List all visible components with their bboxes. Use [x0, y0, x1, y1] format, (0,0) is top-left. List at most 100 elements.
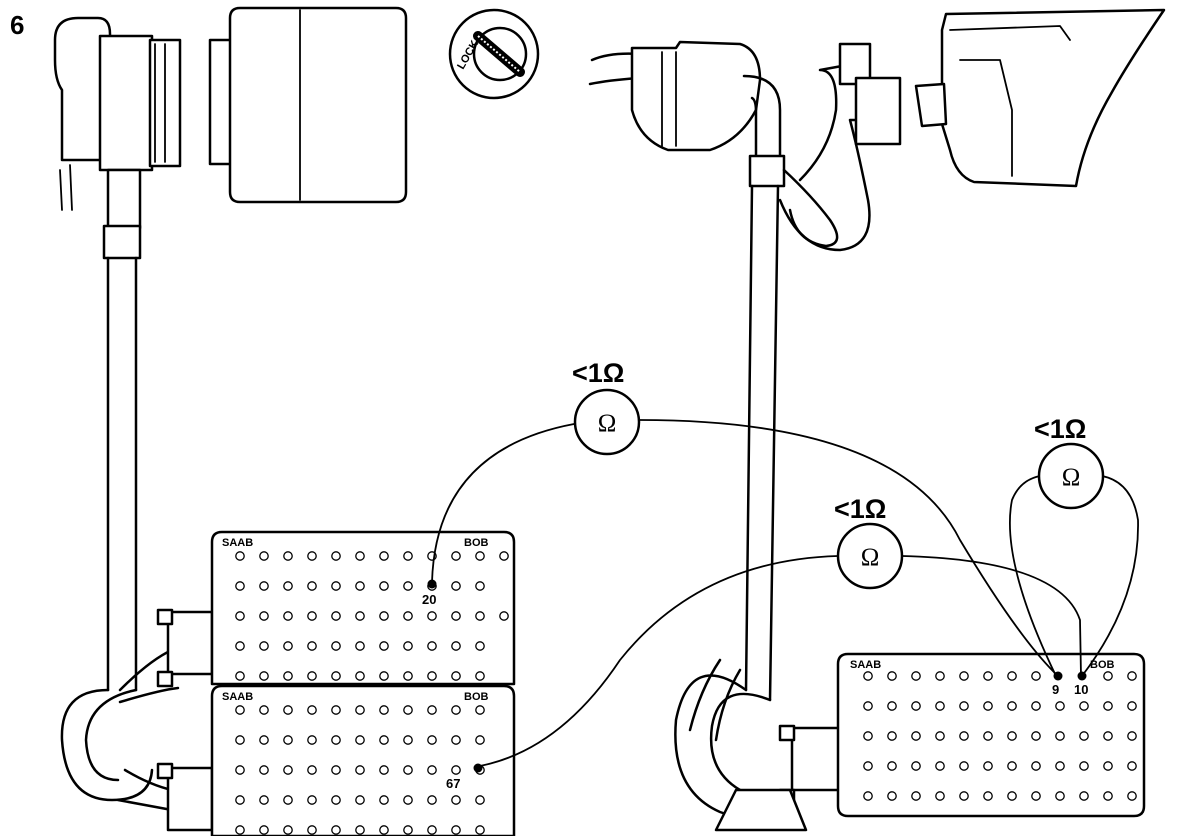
pin-hole — [259, 735, 269, 745]
pin-hole — [1103, 731, 1113, 741]
pin-hole — [475, 581, 485, 591]
pin-grid — [235, 551, 509, 681]
right-connector-a — [630, 40, 762, 152]
pin-hole — [1031, 701, 1041, 711]
pin-hole — [427, 735, 437, 745]
breakout-board-lower-left: SAAB BOB — [210, 684, 516, 836]
pin-hole — [235, 551, 245, 561]
lead-pin67-meter2 — [479, 555, 839, 767]
tube-band — [748, 154, 786, 188]
pin-hole — [235, 611, 245, 621]
pin-hole — [1055, 731, 1065, 741]
lock-symbol: LOCK — [448, 8, 540, 100]
pin-hole — [863, 791, 873, 801]
pin-hole — [355, 735, 365, 745]
pin-hole — [235, 735, 245, 745]
pin-hole — [355, 795, 365, 805]
meter-reading-label: <1Ω — [572, 358, 624, 388]
elbow-tube — [742, 74, 782, 160]
pin-label: 10 — [1074, 682, 1088, 697]
pin-hole — [235, 765, 245, 775]
pin-hole — [475, 611, 485, 621]
pin-grid — [863, 671, 1137, 801]
pin-hole — [331, 551, 341, 561]
pin-hole — [959, 701, 969, 711]
pin-hole — [235, 641, 245, 651]
pin-hole — [403, 765, 413, 775]
pin-hole — [307, 795, 317, 805]
pin-hole — [1031, 761, 1041, 771]
pin-hole — [235, 671, 245, 681]
lower-connector — [714, 788, 808, 832]
pin-hole — [331, 581, 341, 591]
plug-upper — [166, 610, 214, 676]
pin-hole — [983, 731, 993, 741]
pin-hole — [235, 795, 245, 805]
pin-hole — [1031, 671, 1041, 681]
pin-hole — [451, 581, 461, 591]
pin-hole — [1031, 731, 1041, 741]
pin-hole — [379, 765, 389, 775]
pin-hole — [259, 825, 269, 835]
lead-pin9-meter3 — [1009, 475, 1057, 677]
ohm-symbol: Ω — [598, 410, 617, 437]
pin-hole — [1007, 701, 1017, 711]
pin-hole — [403, 611, 413, 621]
pin-hole — [403, 705, 413, 715]
pin-hole — [235, 581, 245, 591]
pin-hole — [403, 795, 413, 805]
ohm-symbol: Ω — [861, 544, 880, 571]
pin-hole — [451, 735, 461, 745]
pin-hole — [427, 641, 437, 651]
pin-hole — [911, 701, 921, 711]
test-point-9 — [1053, 671, 1063, 681]
pin-hole — [911, 761, 921, 771]
pin-hole — [1007, 731, 1017, 741]
pin-hole — [475, 671, 485, 681]
pin-hole — [379, 735, 389, 745]
pin-hole — [887, 731, 897, 741]
pin-hole — [331, 825, 341, 835]
pin-hole — [331, 765, 341, 775]
pin-hole — [379, 641, 389, 651]
pin-hole — [331, 671, 341, 681]
pin-hole — [259, 611, 269, 621]
pin-hole — [959, 671, 969, 681]
s-hose — [782, 64, 844, 248]
pin-hole — [959, 731, 969, 741]
pin-hole — [355, 551, 365, 561]
pin-hole — [355, 705, 365, 715]
pin-hole — [911, 671, 921, 681]
pin-hole — [887, 761, 897, 771]
pin-hole — [307, 551, 317, 561]
board-tag: BOB — [464, 537, 489, 549]
pin-hole — [499, 551, 509, 561]
pin-hole — [1127, 791, 1137, 801]
pin-hole — [451, 705, 461, 715]
mating-connector — [208, 6, 408, 204]
right-harness-assembly — [588, 8, 1166, 832]
harness-boot — [106, 168, 142, 230]
pin-label: 9 — [1052, 682, 1059, 697]
left-harness-assembly — [53, 16, 182, 812]
pin-hole — [379, 581, 389, 591]
pin-hole — [451, 551, 461, 561]
pin-hole — [1055, 761, 1065, 771]
pin-hole — [259, 795, 269, 805]
pin-hole — [475, 735, 485, 745]
pin-hole — [427, 765, 437, 775]
breakout-board-right: SAAB BOB — [836, 652, 1146, 818]
board-brand: SAAB — [222, 691, 253, 703]
pin-hole — [475, 825, 485, 835]
pin-hole — [935, 731, 945, 741]
pin-hole — [935, 791, 945, 801]
ohmmeter-dial — [1037, 442, 1105, 510]
pin-hole — [379, 611, 389, 621]
lead-meter3-pin10 — [1081, 475, 1139, 677]
pin-hole — [887, 791, 897, 801]
pin-hole — [403, 671, 413, 681]
pin-hole — [259, 641, 269, 651]
harness-band — [102, 224, 142, 260]
right-board-plug — [790, 726, 842, 792]
lead-pin20-meter1 — [431, 423, 575, 583]
